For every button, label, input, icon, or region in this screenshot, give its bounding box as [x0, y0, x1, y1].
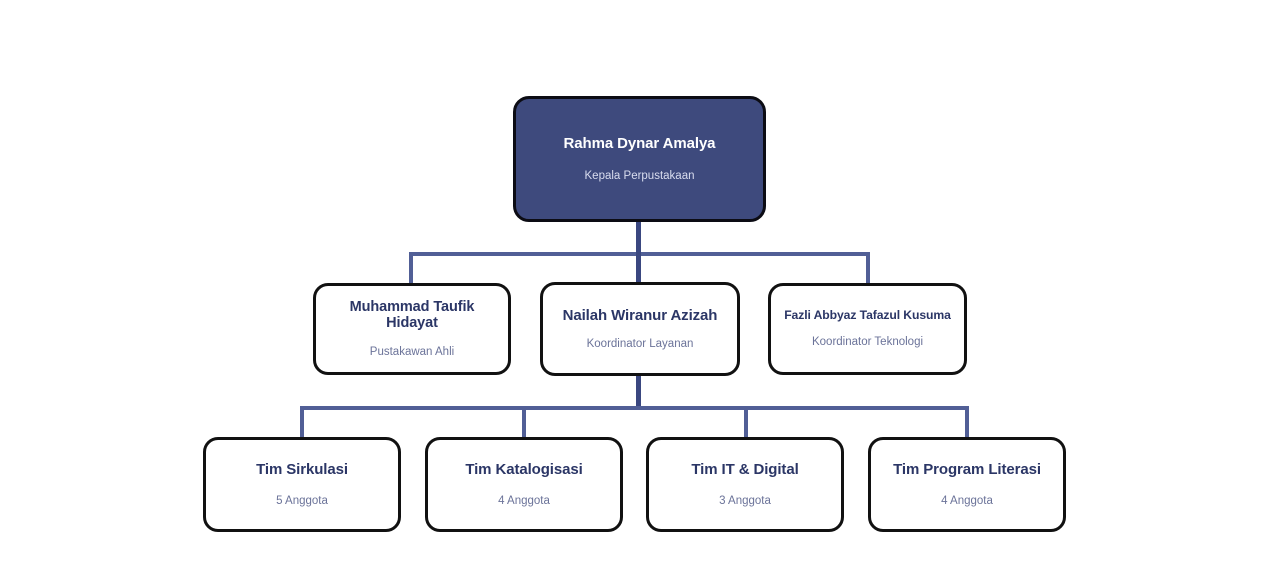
org-node-title: Tim Sirkulasi — [256, 461, 348, 479]
org-node-title: Tim IT & Digital — [691, 461, 799, 479]
org-node-title: Tim Katalogisasi — [465, 461, 583, 479]
org-node-nailah-wiranur-azizah[interactable]: Nailah Wiranur Azizah Koordinator Layana… — [540, 282, 740, 376]
org-node-subtitle: 5 Anggota — [276, 494, 328, 507]
connector-level3-bus — [300, 406, 969, 410]
connector-level3-stem — [636, 375, 641, 409]
org-node-tim-program-literasi[interactable]: Tim Program Literasi 4 Anggota — [868, 437, 1066, 532]
org-node-fazli-abbyaz-tafazul-kusuma[interactable]: Fazli Abbyaz Tafazul Kusuma Koordinator … — [768, 283, 967, 375]
org-node-tim-it-digital[interactable]: Tim IT & Digital 3 Anggota — [646, 437, 844, 532]
connector-level3-drop-4 — [965, 406, 969, 440]
org-node-tim-katalogisasi[interactable]: Tim Katalogisasi 4 Anggota — [425, 437, 623, 532]
org-node-title: Nailah Wiranur Azizah — [562, 306, 718, 324]
org-node-tim-sirkulasi[interactable]: Tim Sirkulasi 5 Anggota — [203, 437, 401, 532]
org-node-title: Rahma Dynar Amalya — [563, 135, 716, 153]
connector-level3-drop-2 — [522, 406, 526, 440]
connector-level3-drop-3 — [744, 406, 748, 440]
connector-level3-drop-1 — [300, 406, 304, 440]
org-node-muhammad-taufik-hidayat[interactable]: Muhammad Taufik Hidayat Pustakawan Ahli — [313, 283, 511, 375]
connector-level2-drop-right — [866, 252, 870, 284]
org-node-subtitle: 3 Anggota — [719, 494, 771, 507]
connector-level2-drop-middle — [636, 252, 641, 284]
org-node-subtitle: Kepala Perpustakaan — [584, 169, 695, 182]
org-node-subtitle: Koordinator Layanan — [586, 338, 694, 351]
org-node-title: Muhammad Taufik Hidayat — [349, 298, 475, 332]
org-node-subtitle: Pustakawan Ahli — [369, 346, 455, 359]
org-node-subtitle: Koordinator Teknologi — [811, 336, 924, 349]
connector-level2-drop-left — [409, 252, 413, 284]
org-node-subtitle: 4 Anggota — [498, 494, 550, 507]
org-node-root[interactable]: Rahma Dynar Amalya Kepala Perpustakaan — [513, 96, 766, 222]
org-node-title: Tim Program Literasi — [893, 461, 1041, 479]
org-node-subtitle: 4 Anggota — [941, 494, 993, 507]
org-node-title: Fazli Abbyaz Tafazul Kusuma — [784, 308, 951, 323]
connector-root-stem — [636, 222, 641, 255]
